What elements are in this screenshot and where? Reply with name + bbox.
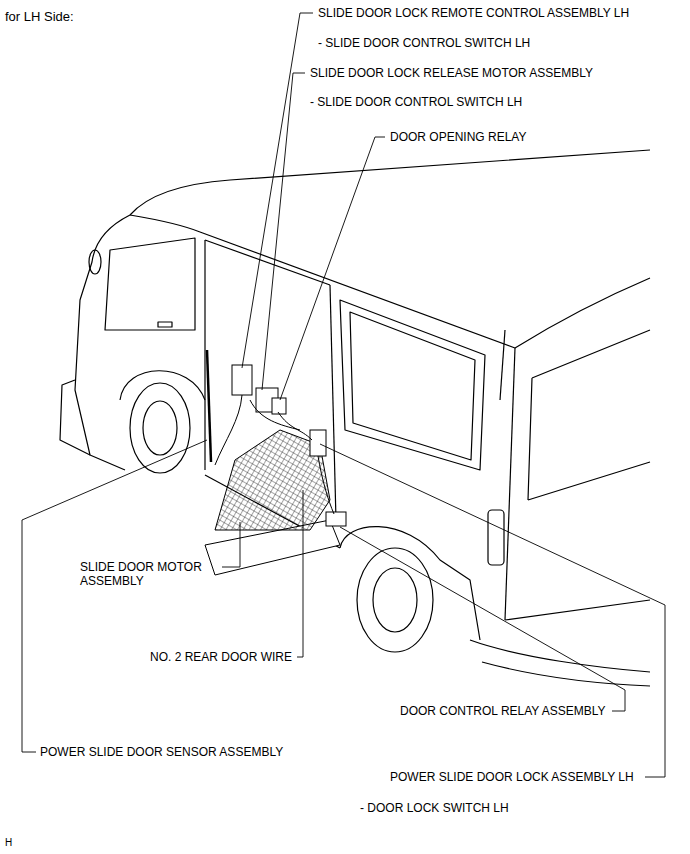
drawing-part	[158, 322, 172, 327]
part-label: - SLIDE DOOR CONTROL SWITCH LH	[310, 95, 522, 109]
part-label: DOOR OPENING RELAY	[390, 130, 526, 144]
drawing-part	[262, 73, 305, 390]
part-label: DOOR CONTROL RELAY ASSEMBLY	[400, 704, 606, 718]
van-body	[60, 150, 650, 686]
drawing-part	[215, 430, 330, 530]
drawing-part	[207, 350, 211, 462]
part-label: SLIDE DOOR LOCK RELEASE MOTOR ASSEMBLY	[310, 66, 593, 80]
drawing-part	[310, 430, 326, 456]
part-label: SLIDE DOOR MOTOR ASSEMBLY	[80, 560, 220, 588]
drawing-part	[500, 330, 505, 400]
drawing-part	[340, 300, 485, 470]
drawing-part	[357, 548, 433, 652]
drawing-part	[60, 380, 90, 455]
drawing-part	[242, 13, 313, 368]
drawing-part	[320, 444, 665, 777]
part-label: - DOOR LOCK SWITCH LH	[360, 801, 509, 815]
drawing-part	[528, 330, 650, 500]
slide-door-mechanism	[205, 350, 346, 575]
drawing-part	[326, 512, 346, 526]
drawing-part	[204, 240, 205, 470]
drawing-part	[89, 250, 101, 274]
drawing-part	[505, 600, 650, 620]
drawing-part	[130, 215, 200, 232]
drawing-part	[482, 662, 650, 686]
drawing-part	[340, 527, 625, 711]
part-label: - SLIDE DOOR CONTROL SWITCH LH	[318, 36, 530, 50]
part-label: H	[5, 836, 12, 850]
part-label: POWER SLIDE DOOR LOCK ASSEMBLY LH	[390, 770, 634, 784]
part-label: POWER SLIDE DOOR SENSOR ASSEMBLY	[40, 745, 283, 759]
drawing-part	[130, 383, 190, 473]
part-label: SLIDE DOOR LOCK REMOTE CONTROL ASSEMBLY …	[318, 6, 629, 20]
drawing-part	[330, 285, 336, 520]
drawing-part	[215, 395, 334, 514]
drawing-part	[143, 401, 177, 455]
drawing-part	[200, 232, 515, 348]
drawing-part	[130, 150, 650, 215]
drawing-part	[350, 312, 475, 460]
drawing-part	[22, 440, 207, 752]
drawing-part	[373, 568, 417, 632]
drawing-part	[232, 365, 252, 395]
drawing-part	[272, 398, 286, 414]
part-label: NO. 2 REAR DOOR WIRE	[150, 650, 292, 664]
drawing-part	[488, 510, 504, 565]
leader-lines	[22, 13, 665, 777]
drawing-part	[297, 490, 303, 657]
drawing-part	[222, 522, 240, 567]
drawing-part	[280, 137, 385, 400]
wheels	[130, 383, 433, 652]
drawing-part	[75, 215, 130, 470]
drawing-part	[105, 238, 195, 330]
drawing-part	[515, 278, 650, 348]
drawing-part	[205, 240, 330, 285]
drawing-part	[505, 348, 515, 620]
drawing-part	[470, 640, 650, 672]
page-title: for LH Side:	[5, 10, 74, 24]
